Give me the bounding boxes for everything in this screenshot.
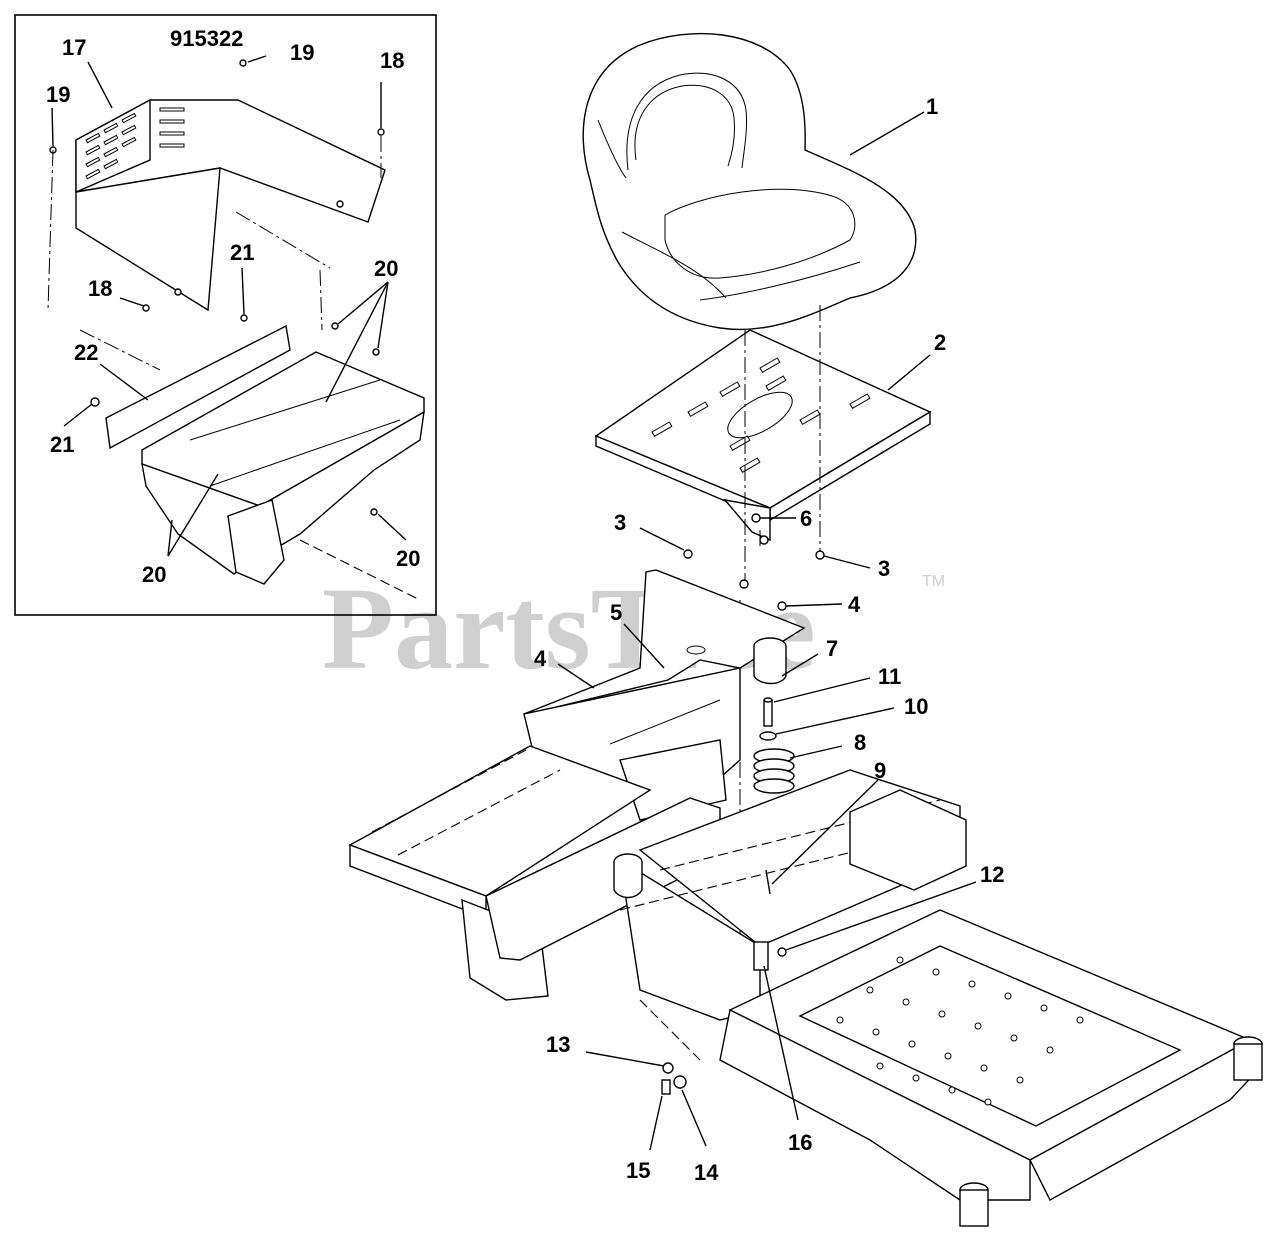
seat-part — [582, 32, 917, 331]
callout-20-top: 20 — [374, 256, 398, 281]
bump-stop-part — [753, 637, 787, 685]
inset-border — [14, 14, 437, 616]
callout-22: 22 — [74, 340, 98, 365]
callout-6: 6 — [800, 506, 812, 531]
leader-18-lower — [119, 297, 145, 307]
leader-11 — [773, 677, 871, 703]
deck-holes — [836, 956, 1084, 1106]
leader-2 — [887, 354, 931, 391]
leader-20-e — [167, 519, 173, 557]
leader-20-b — [377, 281, 389, 349]
leader-8 — [789, 745, 843, 759]
spring-part — [753, 748, 795, 794]
screw-19-top — [239, 59, 247, 67]
screw-21-left — [90, 397, 100, 407]
trademark-mark: TM — [922, 573, 945, 590]
leader-5 — [623, 623, 665, 669]
nut-20-f — [370, 508, 378, 516]
bracket-16-part — [753, 941, 769, 971]
screw-4-right — [777, 601, 787, 611]
leader-4-left — [557, 663, 595, 689]
pin-part — [763, 697, 773, 727]
callout-1: 1 — [926, 94, 938, 119]
rod-9-part — [765, 869, 771, 895]
callout-20-bottom-right: 20 — [396, 546, 420, 571]
callout-19-top: 19 — [290, 40, 314, 65]
screw-18-lower — [142, 304, 150, 312]
plate-22-part — [105, 324, 291, 450]
screw-21-top — [240, 314, 248, 322]
washer-14-part — [673, 1075, 687, 1089]
bolt-15-part — [661, 1079, 671, 1095]
callout-5: 5 — [610, 600, 622, 625]
callout-12: 12 — [980, 862, 1004, 887]
cover-box-part — [75, 98, 386, 312]
callout-7: 7 — [826, 636, 838, 661]
nut-20-b — [372, 348, 380, 356]
inset-frame — [141, 351, 425, 601]
leader-20-d — [167, 473, 219, 557]
leader-20-f — [377, 513, 407, 541]
callout-11: 11 — [878, 664, 901, 689]
leader-20-c — [325, 281, 389, 403]
nut-6-lower — [759, 535, 769, 545]
callout-9: 9 — [874, 758, 886, 783]
leader-19-left — [51, 107, 54, 147]
callout-13: 13 — [546, 1032, 570, 1057]
leader-9 — [771, 779, 879, 885]
leader-3-right — [823, 555, 871, 569]
callout-17: 17 — [62, 35, 86, 60]
leader-16 — [763, 965, 799, 1121]
bolt-3-left — [683, 549, 693, 559]
nut-6 — [751, 513, 761, 523]
nut-20-a — [331, 322, 339, 330]
screw-18-right — [377, 128, 385, 136]
leader-13 — [585, 1051, 665, 1067]
callout-20-bottom-left: 20 — [142, 562, 166, 587]
leader-21-top — [241, 267, 245, 315]
callout-2: 2 — [934, 330, 946, 355]
leader-14 — [681, 1089, 707, 1147]
leader-7 — [781, 653, 819, 677]
leader-20-a — [337, 281, 389, 325]
callout-4-right: 4 — [848, 592, 861, 617]
bolt-12-part — [777, 947, 787, 957]
callout-10: 10 — [904, 694, 928, 719]
callout-4-left: 4 — [534, 646, 547, 671]
callout-15: 15 — [626, 1158, 650, 1183]
nut-13-part — [662, 1062, 674, 1074]
callout-21-left: 21 — [50, 432, 74, 457]
leader-17 — [87, 61, 113, 109]
callout-14: 14 — [694, 1160, 719, 1185]
inset-panel: 915322 — [14, 14, 437, 616]
leader-1 — [849, 111, 925, 156]
callout-16: 16 — [788, 1130, 812, 1155]
cover-vent-slots — [85, 107, 185, 180]
bolt-3-right — [815, 550, 825, 560]
leader-4-right — [785, 603, 843, 607]
leader-12 — [785, 881, 977, 951]
leader-19-top — [247, 55, 267, 63]
leader-15 — [649, 1095, 663, 1151]
callout-3-left: 3 — [614, 510, 626, 535]
seat-pan-part — [594, 329, 932, 542]
callout-18-right: 18 — [380, 48, 404, 73]
chassis-frame — [348, 745, 1263, 1227]
leader-3-left — [639, 527, 685, 551]
callout-18-lower: 18 — [88, 276, 112, 301]
callout-3-right: 3 — [878, 556, 890, 581]
washer-part — [759, 731, 777, 741]
bolt-lower — [739, 579, 749, 589]
callout-21-top: 21 — [230, 240, 254, 265]
callout-8: 8 — [854, 730, 866, 755]
leader-21-left — [63, 403, 93, 427]
inset-code: 915322 — [170, 26, 243, 51]
leader-10 — [775, 707, 895, 735]
leader-22 — [99, 363, 149, 401]
callout-19-left: 19 — [46, 82, 70, 107]
